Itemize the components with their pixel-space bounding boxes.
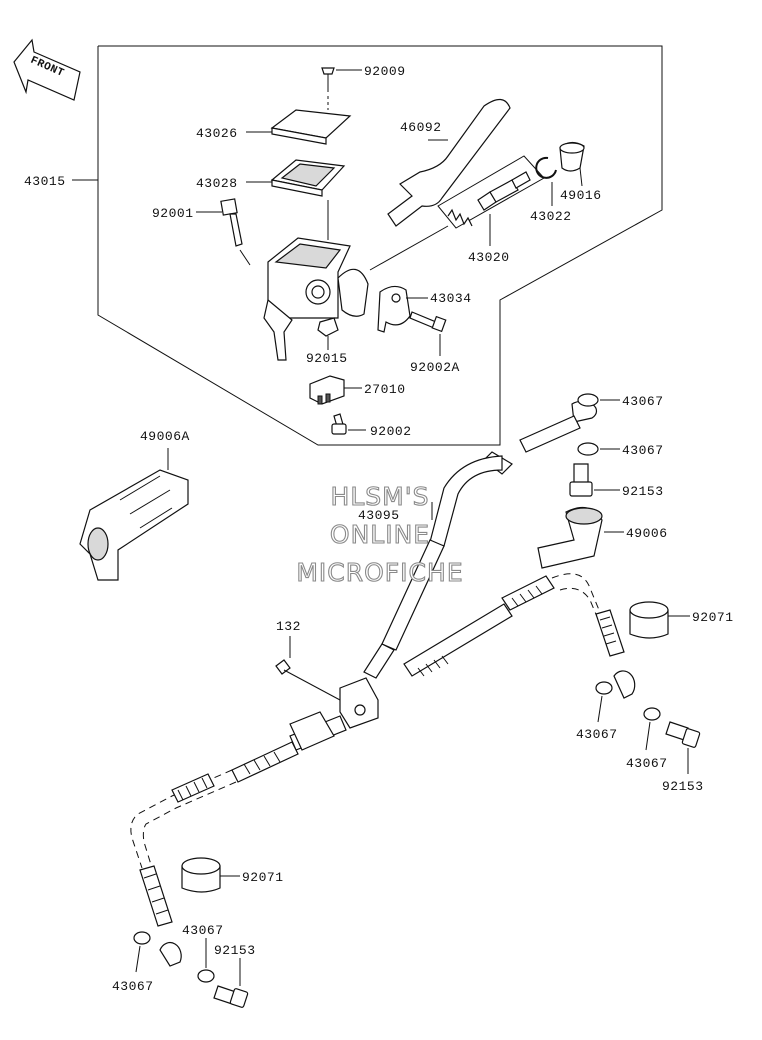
label-92153-b: 92153 [662,779,704,794]
front-arrow-icon: FRONT [13,38,81,101]
label-92153-c: 92153 [214,943,256,958]
banjo-bolt-92153-lower-left [213,958,249,1008]
piston-kit-43020 [369,155,545,271]
grommet-92071-left [181,857,240,893]
cover-49006 [537,506,624,569]
brake-line-right [403,573,636,699]
junction-block [275,636,379,729]
washer-43067-upper-a [577,393,620,407]
label-43067-a: 43067 [622,394,664,409]
dust-cover-49016 [559,141,585,187]
label-27010: 27010 [364,382,406,397]
watermark-line-2: ONLINE [330,520,430,549]
label-92153-a: 92153 [622,484,664,499]
watermark-line-1: HLSM'S [331,482,430,511]
label-43022: 43022 [530,209,572,224]
hose-43095 [363,400,598,679]
washer-43067-upper-b [577,442,620,456]
washer-43067-lower-left-b [197,938,215,983]
label-43067-f: 43067 [112,979,154,994]
grommet-92071-right [629,601,690,639]
label-43067-d: 43067 [626,756,668,771]
banjo-bolt-92153-upper [569,463,620,497]
cover-49006A [79,448,189,581]
brake-switch-27010 [309,375,362,405]
circlip-43022 [535,156,557,206]
label-92001: 92001 [152,206,194,221]
label-43026: 43026 [196,126,238,141]
label-43067-b: 43067 [622,443,664,458]
label-132: 132 [276,619,301,634]
nut-92015 [317,317,339,350]
washer-43067-lower-left-a [133,931,151,973]
diaphragm-43028 [246,159,346,197]
label-92009: 92009 [364,64,406,79]
banjo-bolt-92153-lower-right [665,721,701,774]
label-92002A: 92002A [410,360,460,375]
master-cylinder-body [263,200,369,361]
brake-line-left [130,711,347,967]
brake-lever-46092 [387,98,511,227]
watermark-line-3: MICROFICHE [296,558,463,587]
watermark: HLSM'S ONLINE MICROFICHE [296,481,463,587]
bolt-92002A [409,311,447,356]
clamp-43034 [377,285,428,333]
reservoir-cap-43026 [246,109,352,145]
washer-43067-lower-right-a [595,681,613,723]
label-92071-a: 92071 [692,610,734,625]
label-92071-b: 92071 [242,870,284,885]
screw-92002 [331,413,366,435]
label-43020: 43020 [468,250,510,265]
label-92002: 92002 [370,424,412,439]
label-49006: 49006 [626,526,668,541]
label-49016: 49016 [560,188,602,203]
label-43067-c: 43067 [576,727,618,742]
label-43028: 43028 [196,176,238,191]
label-46092: 46092 [400,120,442,135]
washer-43067-lower-right-b [643,707,661,751]
label-49006A: 49006A [140,429,190,444]
bolt-92001 [196,198,251,266]
label-43015: 43015 [24,174,66,189]
label-43067-e: 43067 [182,923,224,938]
label-43034: 43034 [430,291,472,306]
label-92015: 92015 [306,351,348,366]
label-43095: 43095 [358,508,400,523]
assembly-boundary [97,45,663,446]
screw-92009 [321,67,362,92]
